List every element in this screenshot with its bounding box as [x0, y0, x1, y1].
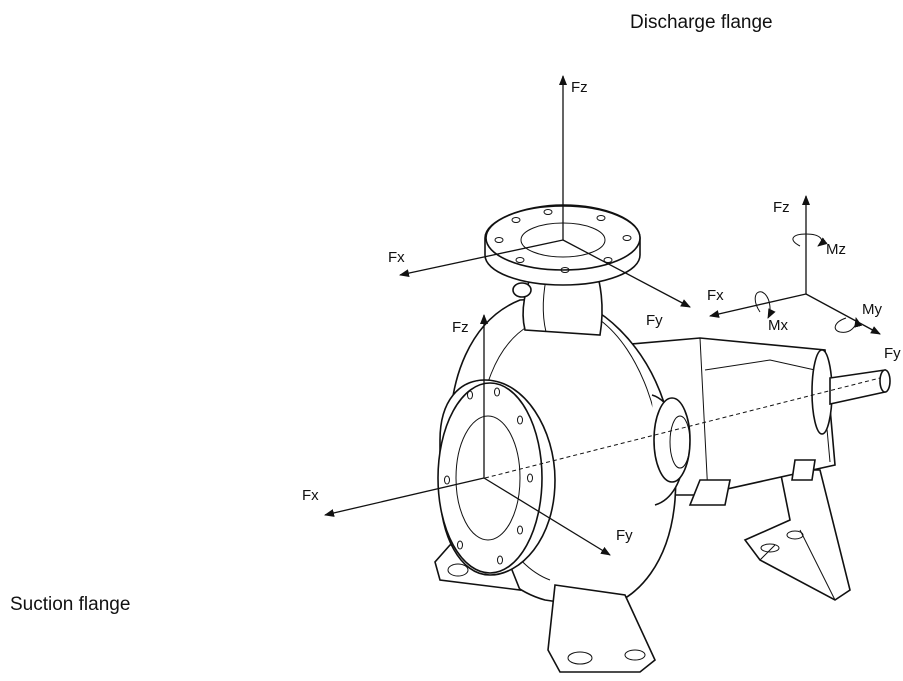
suction-fz-label: Fz [452, 319, 469, 336]
discharge-axes: Fz Fx Fy [388, 75, 691, 329]
ref-fy-arrow [805, 293, 881, 335]
ref-my-label: My [862, 301, 882, 318]
mz-rotation-arrow [792, 233, 828, 247]
discharge-fy-label: Fy [646, 312, 663, 329]
suction-fx-arrow [324, 477, 485, 517]
reference-axes: Fz Fx Fy Mz Mx My [707, 195, 901, 362]
suction-fy-arrow [483, 477, 611, 556]
suction-flange-label: Suction flange [10, 594, 131, 615]
suction-fx-label: Fx [302, 487, 319, 504]
ref-mx-label: Mx [768, 317, 788, 334]
my-rotation-arrow [834, 317, 863, 333]
discharge-flange-label: Discharge flange [630, 12, 773, 33]
discharge-fx-arrow [399, 239, 564, 278]
ref-fx-arrow [709, 293, 807, 318]
rear-support-foot [743, 469, 851, 601]
suction-axes: Fz Fx Fy [302, 314, 633, 556]
ref-fy-label: Fy [884, 345, 901, 362]
ref-fx-label: Fx [707, 287, 724, 304]
discharge-fy-arrow [562, 239, 691, 308]
casing-foot-front [547, 584, 656, 673]
ref-mz-label: Mz [826, 241, 846, 258]
ref-fz-label: Fz [773, 199, 790, 216]
pump-illustration [434, 204, 891, 673]
pump-shaft [829, 369, 891, 405]
suction-fy-label: Fy [616, 527, 633, 544]
discharge-fz-label: Fz [571, 79, 588, 96]
discharge-bolt-holes [494, 209, 632, 273]
shaft-centerline [484, 377, 881, 479]
suction-flange-plate [437, 379, 556, 576]
discharge-fx-label: Fx [388, 249, 405, 266]
mx-rotation-arrow [754, 291, 776, 319]
suction-bolt-holes [444, 387, 533, 565]
